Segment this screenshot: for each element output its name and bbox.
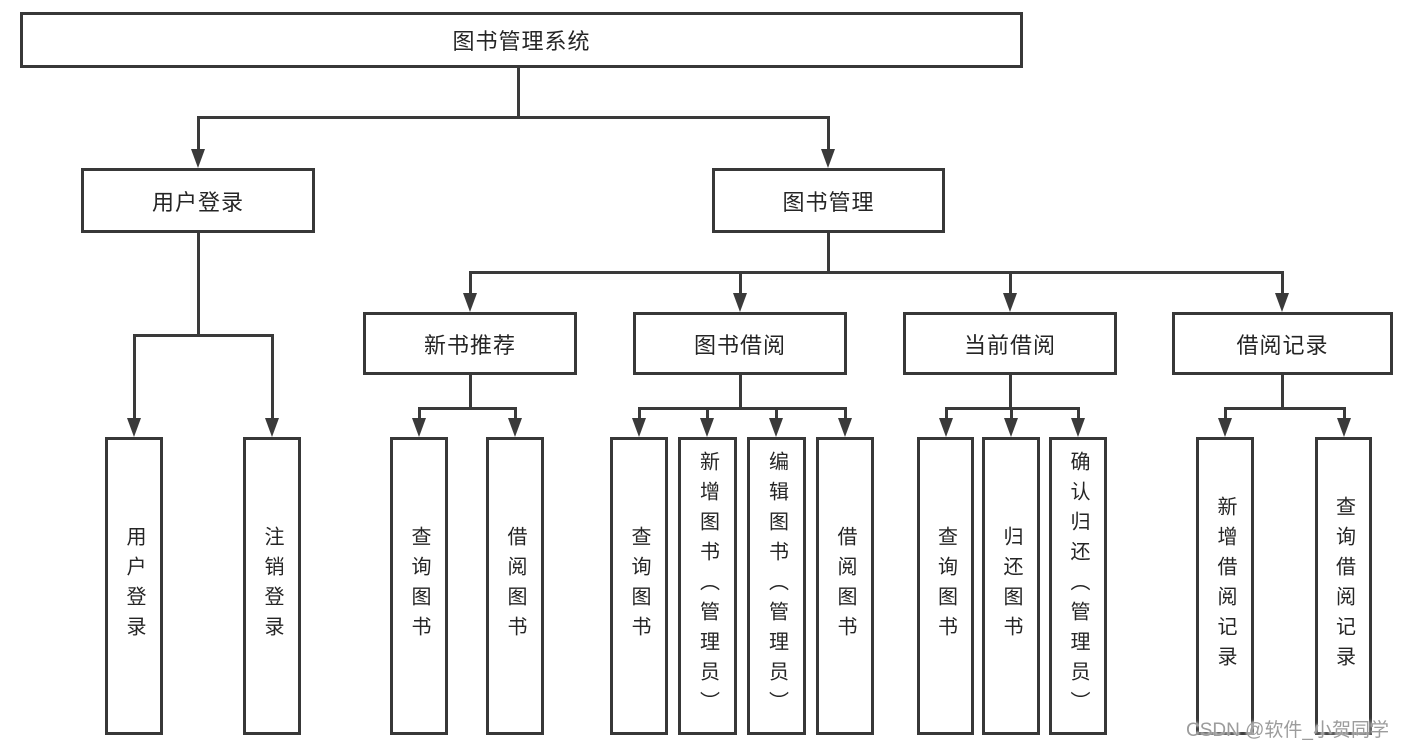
node-book-management: 图书管理 xyxy=(712,168,945,233)
leaf-logout: 注销登录 xyxy=(243,437,301,735)
leaf-confirm-return-admin: 确认归还（管理员） xyxy=(1049,437,1107,735)
node-label: 新增图书（管理员） xyxy=(696,451,719,721)
connector-line xyxy=(1342,408,1346,422)
leaf-query-books-recommend: 查询图书 xyxy=(390,437,448,735)
leaf-return-books: 归还图书 xyxy=(982,437,1040,735)
arrowhead xyxy=(939,418,953,437)
arrowhead xyxy=(412,418,426,437)
connector-line xyxy=(516,68,520,117)
arrowhead xyxy=(1071,418,1085,437)
node-label: 图书管理系统 xyxy=(452,29,591,54)
node-label: 新增借阅记录 xyxy=(1214,496,1236,676)
connector-line xyxy=(738,375,742,409)
connector-line xyxy=(270,335,274,419)
connector-line xyxy=(944,408,948,422)
leaf-query-borrow-record: 查询借阅记录 xyxy=(1315,437,1372,735)
node-label: 借阅图书 xyxy=(834,526,856,646)
leaf-borrow-books-recommend: 借阅图书 xyxy=(486,437,544,735)
node-label: 用户登录 xyxy=(151,189,244,215)
node-label: 借阅记录 xyxy=(1236,332,1329,358)
connector-line xyxy=(637,406,847,410)
arrowhead xyxy=(191,149,205,168)
arrowhead xyxy=(1337,418,1351,437)
connector-line xyxy=(705,408,709,422)
arrowhead xyxy=(265,418,279,437)
node-label: 查询图书 xyxy=(408,526,430,646)
connector-line xyxy=(132,335,136,419)
leaf-query-books-borrowing: 查询图书 xyxy=(610,437,668,735)
leaf-user-login: 用户登录 xyxy=(105,437,163,735)
connector-line xyxy=(417,408,421,422)
arrowhead xyxy=(508,418,522,437)
connector-line xyxy=(196,233,200,336)
node-book-borrowing: 图书借阅 xyxy=(633,312,847,375)
leaf-query-books-current: 查询图书 xyxy=(917,437,974,735)
connector-line xyxy=(132,333,274,337)
connector-line xyxy=(774,408,778,422)
arrowhead xyxy=(463,293,477,312)
node-label: 查询借阅记录 xyxy=(1332,496,1355,676)
node-label: 编辑图书（管理员） xyxy=(765,451,788,721)
arrowhead xyxy=(838,418,852,437)
node-label: 注销登录 xyxy=(261,526,283,646)
connector-line xyxy=(513,408,517,422)
connector-line xyxy=(826,117,830,150)
connector-line xyxy=(826,233,830,273)
node-new-book-recommendation: 新书推荐 xyxy=(363,312,577,375)
leaf-edit-books-admin: 编辑图书（管理员） xyxy=(747,437,806,735)
connector-line xyxy=(738,272,742,295)
connector-line xyxy=(417,406,517,410)
arrowhead xyxy=(700,418,714,437)
leaf-borrow-books: 借阅图书 xyxy=(816,437,874,735)
connector-line xyxy=(1280,375,1284,409)
node-label: 归还图书 xyxy=(1000,526,1022,646)
node-label: 查询图书 xyxy=(934,526,957,646)
connector-line xyxy=(196,117,200,150)
connector-line xyxy=(1280,272,1284,295)
connector-line xyxy=(468,375,472,409)
connector-line xyxy=(1223,408,1227,422)
node-label: 新书推荐 xyxy=(423,332,516,358)
arrowhead xyxy=(733,293,747,312)
node-borrowing-records: 借阅记录 xyxy=(1172,312,1393,375)
arrowhead xyxy=(1004,418,1018,437)
connector-line xyxy=(468,272,472,295)
node-label: 图书管理 xyxy=(782,189,875,215)
node-user-login: 用户登录 xyxy=(81,168,315,233)
node-label: 确认归还（管理员） xyxy=(1067,451,1089,721)
node-label: 借阅图书 xyxy=(504,526,526,646)
arrowhead xyxy=(769,418,783,437)
arrowhead xyxy=(1003,293,1017,312)
arrowhead xyxy=(632,418,646,437)
csdn-watermark: CSDN @软件_小贺同学 xyxy=(1186,720,1389,741)
node-label: 图书借阅 xyxy=(693,332,786,358)
connector-line xyxy=(1009,408,1013,422)
arrowhead xyxy=(127,418,141,437)
arrowhead xyxy=(1218,418,1232,437)
connector-line xyxy=(1076,408,1080,422)
connector-line xyxy=(468,270,1284,274)
connector-line xyxy=(1223,406,1346,410)
node-label: 查询图书 xyxy=(628,526,650,646)
connector-line xyxy=(1008,375,1012,409)
connector-line xyxy=(637,408,641,422)
arrowhead xyxy=(821,149,835,168)
connector-line xyxy=(196,115,830,119)
connector-line xyxy=(1008,272,1012,295)
leaf-add-borrow-record: 新增借阅记录 xyxy=(1196,437,1254,735)
node-current-borrowing: 当前借阅 xyxy=(903,312,1117,375)
node-label: 当前借阅 xyxy=(963,332,1056,358)
node-library-management-system: 图书管理系统 xyxy=(20,12,1023,68)
node-label: 用户登录 xyxy=(123,526,145,646)
leaf-add-books-admin: 新增图书（管理员） xyxy=(678,437,737,735)
arrowhead xyxy=(1275,293,1289,312)
connector-line xyxy=(843,408,847,422)
